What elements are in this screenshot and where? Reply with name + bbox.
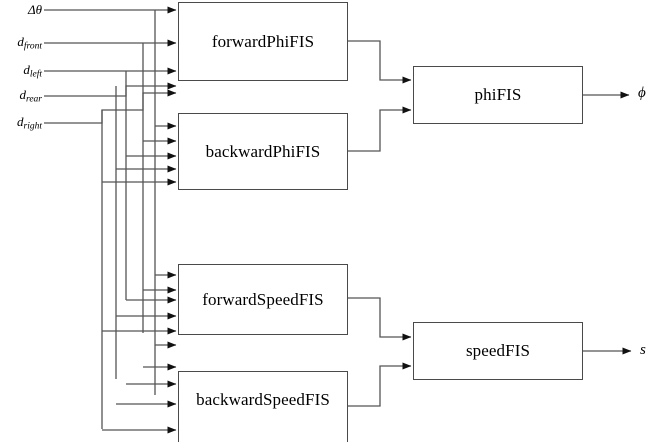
block-backward-phi-fis[interactable]: backwardPhiFIS: [178, 113, 348, 190]
wire-backwardSpeedFIS-to-speedFIS: [348, 362, 412, 407]
block-label-backward-phi-fis: backwardPhiFIS: [205, 141, 321, 161]
block-forward-phi-fis[interactable]: forwardPhiFIS: [178, 2, 348, 81]
block-speed-fis[interactable]: speedFIS: [413, 322, 583, 380]
wire-input-dright-stub: [44, 89, 177, 124]
input-label-drear: drear: [19, 87, 42, 105]
block-label-phi-fis: phiFIS: [474, 85, 522, 104]
block-label-speed-fis: speedFIS: [465, 341, 531, 360]
block-forward-speed-fis[interactable]: forwardSpeedFIS: [178, 264, 348, 335]
input-label-dleft: dleft: [23, 62, 42, 80]
block-label-backward-speed-fis: backwardSpeedFIS: [196, 389, 330, 409]
input-label-dright: dright: [17, 114, 42, 132]
wire-input-drear-stub: [44, 82, 177, 97]
output-label-phi: ϕ: [638, 85, 646, 101]
wire-forwardPhiFIS-to-phiFIS: [348, 40, 412, 84]
block-label-forward-phi-fis: forwardPhiFIS: [211, 31, 315, 51]
wire-forwardSpeedFIS-to-speedFIS: [348, 297, 412, 341]
input-label-dfront: dfront: [17, 34, 42, 52]
block-backward-speed-fis[interactable]: backwardSpeedFIS: [178, 371, 348, 442]
wire-backwardPhiFIS-to-phiFIS: [348, 106, 412, 152]
block-phi-fis[interactable]: phiFIS: [413, 66, 583, 124]
input-label-dtheta: Δθ: [27, 2, 42, 17]
output-label-speed: s: [640, 342, 646, 358]
block-label-forward-speed-fis: forwardSpeedFIS: [202, 289, 324, 309]
